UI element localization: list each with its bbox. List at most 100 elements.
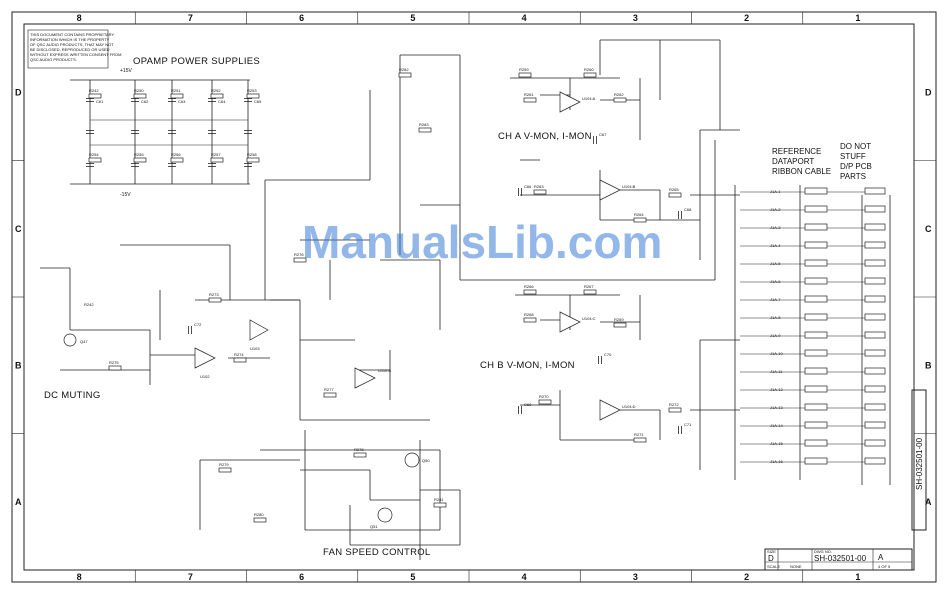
resistor-symbol	[613, 97, 627, 103]
resistor-symbol	[523, 97, 537, 103]
resistor-symbol	[218, 467, 232, 473]
opamp-ch-b-i	[599, 399, 621, 421]
dns-line: DO NOT	[840, 142, 871, 151]
zone-col-label: 5	[410, 13, 415, 23]
revision-tab-text: SH-032501-00	[915, 437, 924, 490]
resistor-ref: R282	[399, 67, 409, 72]
connector-pin-label: J1A-11	[770, 369, 783, 374]
resistor-symbol	[210, 157, 224, 163]
zone-col-label: 7	[188, 13, 193, 23]
transistor-q51	[377, 507, 393, 523]
connector-pin	[864, 439, 886, 447]
capacitor-ref: C65	[254, 99, 262, 104]
zone-col-label: 6	[299, 572, 304, 582]
transistor-ref: Q47	[80, 339, 88, 344]
resistor-symbol	[633, 217, 647, 223]
resistor-symbol	[523, 317, 537, 323]
outer-border	[11, 11, 937, 583]
resistor-ref: R254	[89, 152, 99, 157]
resistor-symbol	[668, 407, 682, 413]
resistor-symbol	[433, 502, 447, 508]
zone-col-label: 4	[522, 13, 527, 23]
connector-pin-label: J1A-4	[770, 243, 781, 248]
connector-pin	[804, 205, 828, 213]
zone-col-label: 4	[522, 572, 527, 582]
capacitor-ref: C61	[96, 99, 104, 104]
zone-row-label: A	[925, 497, 932, 507]
zone-col-label: 3	[633, 13, 638, 23]
resistor-ref: R262	[614, 92, 624, 97]
opamp-ref: U102	[200, 374, 210, 379]
ch-b-block: U104:C U104:D	[515, 294, 740, 470]
reference-line: DATAPORT	[772, 157, 814, 166]
opamp-u110b	[354, 367, 376, 389]
scale-label: SCALE	[767, 564, 780, 569]
connector-pin	[804, 313, 828, 321]
doc-number: SH-032501-00	[814, 554, 867, 563]
resistor-ref: R272	[669, 402, 679, 407]
zone-col-label: 3	[633, 572, 638, 582]
resistor-ref: R242	[84, 302, 94, 307]
resistor-ref: R255	[134, 152, 144, 157]
connector-pin	[804, 259, 828, 267]
zone-row-label: C	[15, 224, 22, 234]
manualslib-watermark: ManualsLib.com	[302, 216, 662, 268]
connector-pin	[864, 223, 886, 231]
capacitor-ref: C68	[684, 207, 692, 212]
notice-line: OF QSC AUDIO PRODUCTS, THAT MAY NOT	[30, 42, 114, 47]
dataport-connector	[734, 185, 891, 485]
resistor-symbol	[133, 157, 147, 163]
ch-a-title: CH A V-MON, I-MON	[498, 131, 592, 142]
transistor-q50	[404, 452, 420, 468]
connector-pin-label: J1A-9	[770, 333, 781, 338]
notice-line: INFORMATION WHICH IS THE PROPERTY	[30, 37, 110, 42]
connector-pin	[864, 187, 886, 195]
resistor-ref: R261	[524, 92, 534, 97]
resistor-ref: R258	[247, 152, 257, 157]
dc-muting-title: DC MUTING	[44, 390, 101, 401]
opamp-u103	[249, 319, 269, 341]
capacitor-ref: C67	[599, 132, 607, 137]
opamp-ref: U103	[250, 346, 260, 351]
transistor-ref: Q51	[370, 524, 378, 529]
opamp-ch-a-i	[599, 179, 621, 201]
resistor-symbol	[613, 322, 627, 328]
revision-letter: A	[878, 553, 884, 562]
opamp-ref: U104:C	[582, 316, 596, 321]
resistor-ref: R251	[171, 88, 181, 93]
resistor-ref: R280	[254, 512, 264, 517]
resistor-symbol	[523, 289, 537, 295]
resistor-ref: R260	[584, 67, 594, 72]
connector-pin-label: J1A-13	[770, 405, 783, 410]
resistor-ref: R257	[211, 152, 221, 157]
connector-pin	[804, 187, 828, 195]
resistor-symbol	[170, 157, 184, 163]
resistor-symbol	[88, 93, 102, 99]
resistor-symbol	[533, 189, 547, 195]
doc-no-label: DWG NO.	[814, 549, 832, 554]
connector-pin-label: J1A-7	[770, 297, 781, 302]
fan-speed-title: FAN SPEED CONTROL	[323, 547, 431, 558]
resistor-symbol	[133, 93, 147, 99]
zone-col-label: 2	[744, 13, 749, 23]
connector-pin-label: J1A-2	[770, 207, 781, 212]
resistor-symbol	[88, 157, 102, 163]
resistor-ref: R275	[109, 360, 119, 365]
capacitor-ref: C69	[524, 402, 532, 407]
resistor-ref: R278	[354, 447, 364, 452]
resistor-symbol	[398, 72, 412, 78]
zone-col-label: 7	[188, 572, 193, 582]
resistor-ref: R259	[519, 67, 529, 72]
resistor-ref: R267	[584, 284, 594, 289]
transistor-ref: Q50	[422, 458, 430, 463]
resistor-symbol	[538, 399, 552, 405]
size-value: D	[768, 554, 774, 563]
resistor-symbol	[246, 157, 260, 163]
resistor-ref: R269	[614, 317, 624, 322]
ch-a-block: U104:A U104:B	[510, 39, 740, 260]
connector-pin	[864, 403, 886, 411]
opamp-ch-b-v	[559, 311, 581, 333]
connector-pin	[864, 349, 886, 357]
